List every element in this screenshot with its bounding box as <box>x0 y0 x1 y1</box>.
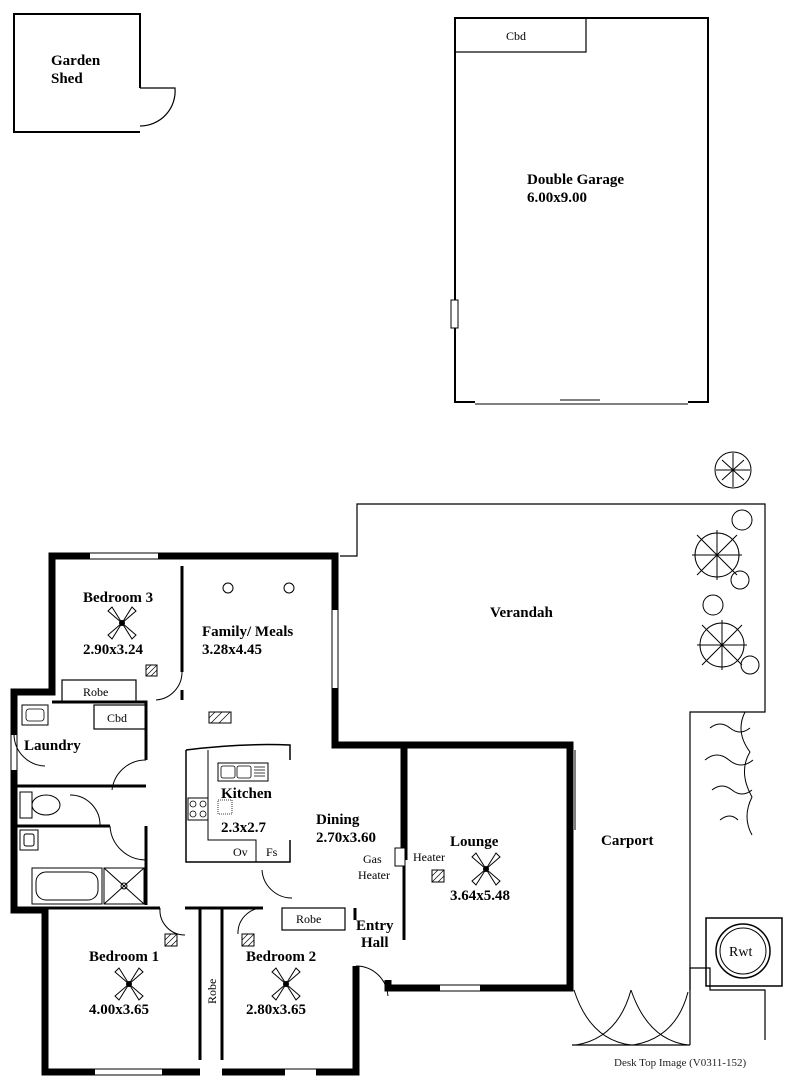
oven-label: Ov <box>233 845 248 859</box>
bedroom-2-size: 2.80x3.65 <box>246 1002 306 1018</box>
gas-heater-label-line2: Heater <box>358 868 390 882</box>
carport-gate <box>573 989 689 1046</box>
bedroom-1: Bedroom 1 4.00x3.65 <box>89 933 178 1018</box>
bedroom-2: Bedroom 2 2.80x3.65 <box>241 933 316 1018</box>
ceiling-fan-icon <box>107 606 137 640</box>
toilet-cistern-icon <box>19 791 33 819</box>
bedroom-3: Bedroom 3 2.90x3.24 Robe <box>61 590 158 703</box>
gas-heater-label-line1: Gas <box>363 852 382 866</box>
robe-hall-label: Robe <box>205 979 219 1004</box>
bedroom-3-size: 2.90x3.24 <box>83 642 144 658</box>
bedroom-3-label: Bedroom 3 <box>83 590 153 606</box>
fridge-space-label: Fs <box>266 845 278 859</box>
family-meals-size: 3.28x4.45 <box>202 642 262 658</box>
trough-icon <box>21 704 49 726</box>
shower-icon <box>103 867 145 905</box>
garden-shed-label-line2: Shed <box>51 71 83 87</box>
kitchen-size: 2.3x2.7 <box>221 820 267 836</box>
bedroom-1-label: Bedroom 1 <box>89 949 159 965</box>
rainwater-tank: Rwt <box>705 917 783 987</box>
ceiling-fan-icon <box>271 967 301 1001</box>
verandah-label: Verandah <box>490 605 553 621</box>
vent-icon <box>217 799 233 815</box>
vanity-icon <box>19 829 39 851</box>
robe-bedroom-3-label: Robe <box>83 685 108 699</box>
dining: Dining 2.70x3.60 Gas Heater <box>316 812 406 882</box>
double-garage-size: 6.00x9.00 <box>527 190 587 206</box>
dining-size: 2.70x3.60 <box>316 830 376 846</box>
family-meals-label: Family/ Meals <box>202 624 293 640</box>
lounge-size: 3.64x5.48 <box>450 888 510 904</box>
bathroom <box>19 791 145 905</box>
garage-cupboard <box>454 17 587 53</box>
exterior-walls <box>10 552 574 1076</box>
dining-label: Dining <box>316 812 360 828</box>
entry-hall-label-line1: Entry <box>356 918 394 934</box>
robe-bedroom-2 <box>281 907 346 931</box>
doors <box>13 671 389 997</box>
lounge: Heater Lounge 3.64x5.48 <box>413 834 510 904</box>
ceiling-fan-icon <box>114 967 144 1001</box>
downlight-icon <box>283 582 295 594</box>
double-garage-label: Double Garage <box>527 172 624 188</box>
kitchen-label: Kitchen <box>221 786 272 802</box>
garage-cupboard-label: Cbd <box>506 29 526 43</box>
rainwater-tank-label: Rwt <box>729 945 752 960</box>
laundry-cupboard-label: Cbd <box>107 711 127 725</box>
bedroom-2-label: Bedroom 2 <box>246 949 316 965</box>
heater-label: Heater <box>413 850 445 864</box>
toilet-icon <box>31 794 61 816</box>
garage-side-door <box>450 299 459 329</box>
interior-walls <box>14 566 406 1060</box>
vent-icon <box>208 711 232 724</box>
carport-label: Carport <box>601 833 654 849</box>
downlight-icon <box>222 582 234 594</box>
sink-icon <box>217 762 269 782</box>
garden-shed: Garden Shed <box>13 13 176 133</box>
heater-icon <box>394 847 406 867</box>
garden-shed-label-line1: Garden <box>51 53 101 69</box>
entry-hall-label-line2: Hall <box>361 935 389 951</box>
robe-bedroom-2-label: Robe <box>296 912 321 926</box>
garden-plants <box>692 451 760 836</box>
bathtub-icon <box>31 867 103 905</box>
double-garage: Cbd Double Garage 6.00x9.00 <box>450 17 709 405</box>
bedroom-1-size: 4.00x3.65 <box>89 1002 149 1018</box>
kitchen: Kitchen 2.3x2.7 Ov Fs <box>185 743 291 863</box>
image-caption: Desk Top Image (V0311-152) <box>614 1057 746 1069</box>
entry-hall: Robe Entry Hall <box>281 907 394 951</box>
laundry: Cbd Laundry <box>21 704 147 754</box>
laundry-label: Laundry <box>24 738 81 754</box>
exterior-windows <box>10 552 576 1076</box>
cooktop-icon <box>187 797 209 821</box>
family-meals: Family/ Meals 3.28x4.45 <box>202 582 295 724</box>
laundry-cupboard <box>93 704 147 730</box>
ceiling-fan-icon <box>471 852 501 886</box>
lounge-label: Lounge <box>450 834 499 850</box>
robe-bedroom-3 <box>61 679 137 703</box>
